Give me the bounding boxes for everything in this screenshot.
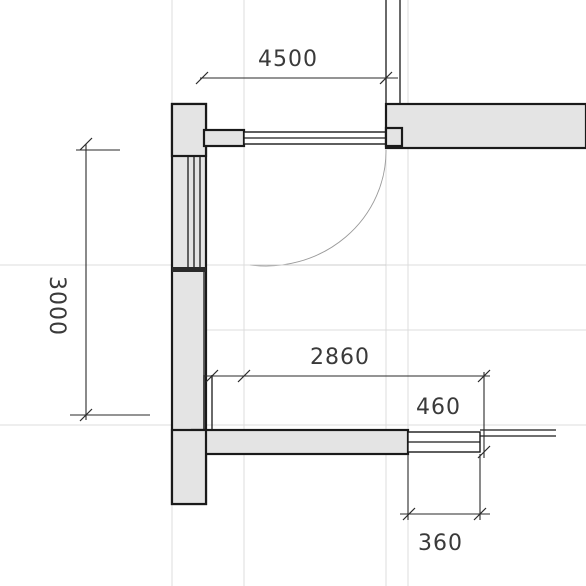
door-swing-arc — [249, 149, 387, 267]
dimension-2860: 2860 — [204, 345, 491, 383]
dim-label-460: 460 — [416, 395, 461, 420]
dim-label-360: 360 — [418, 531, 463, 556]
dim-label-3000: 3000 — [44, 276, 69, 336]
bottom-window — [407, 429, 556, 453]
dimension-3000: 3000 — [44, 137, 150, 422]
bottom-wall — [170, 375, 410, 506]
dimension-4500: 4500 — [195, 47, 398, 85]
dim-label-4500: 4500 — [258, 47, 318, 72]
dimension-360: 360 — [400, 454, 490, 556]
dimension-460: 460 — [416, 372, 491, 459]
wall-joint — [172, 267, 206, 272]
top-window — [243, 131, 387, 145]
dim-label-2860: 2860 — [310, 345, 370, 370]
top-left-wall-stub — [170, 102, 246, 158]
top-right-wall — [384, 0, 586, 150]
